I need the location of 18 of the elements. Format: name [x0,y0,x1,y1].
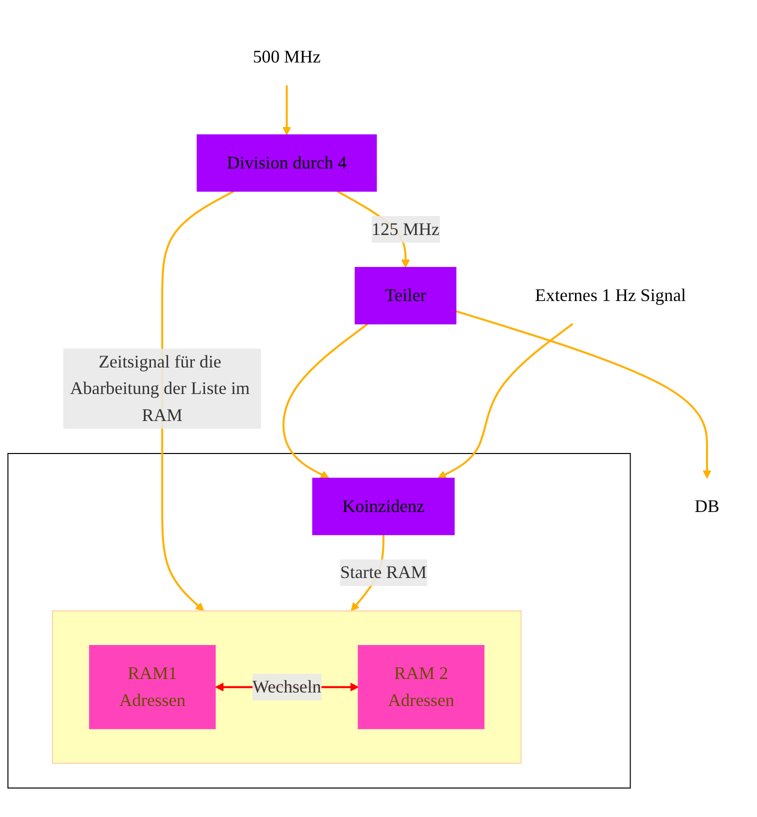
node-box: Koinzidenz [312,478,455,536]
arrow [438,323,574,479]
edge-label: Starte RAM [340,562,427,582]
node-box: Teiler [354,266,456,324]
arrow [282,323,368,479]
cluster [52,610,522,764]
node-text: Externes 1 Hz Signal [535,285,686,306]
node-box: RAM 2 Adressen [358,645,484,730]
node-box: Division durch 4 [196,134,377,192]
node-text: DB [694,496,720,516]
edge-label: 125 MHz [372,218,440,239]
arrow [456,310,712,479]
edge-label: Wechseln [252,676,322,696]
node-text: 500 MHz [252,46,321,67]
node-box: RAM1 Adressen [89,645,216,730]
edge-label: Zeitsignal für die Abarbeitung der Liste im RAM [70,352,250,425]
cluster [7,453,631,789]
arrow [282,85,292,136]
